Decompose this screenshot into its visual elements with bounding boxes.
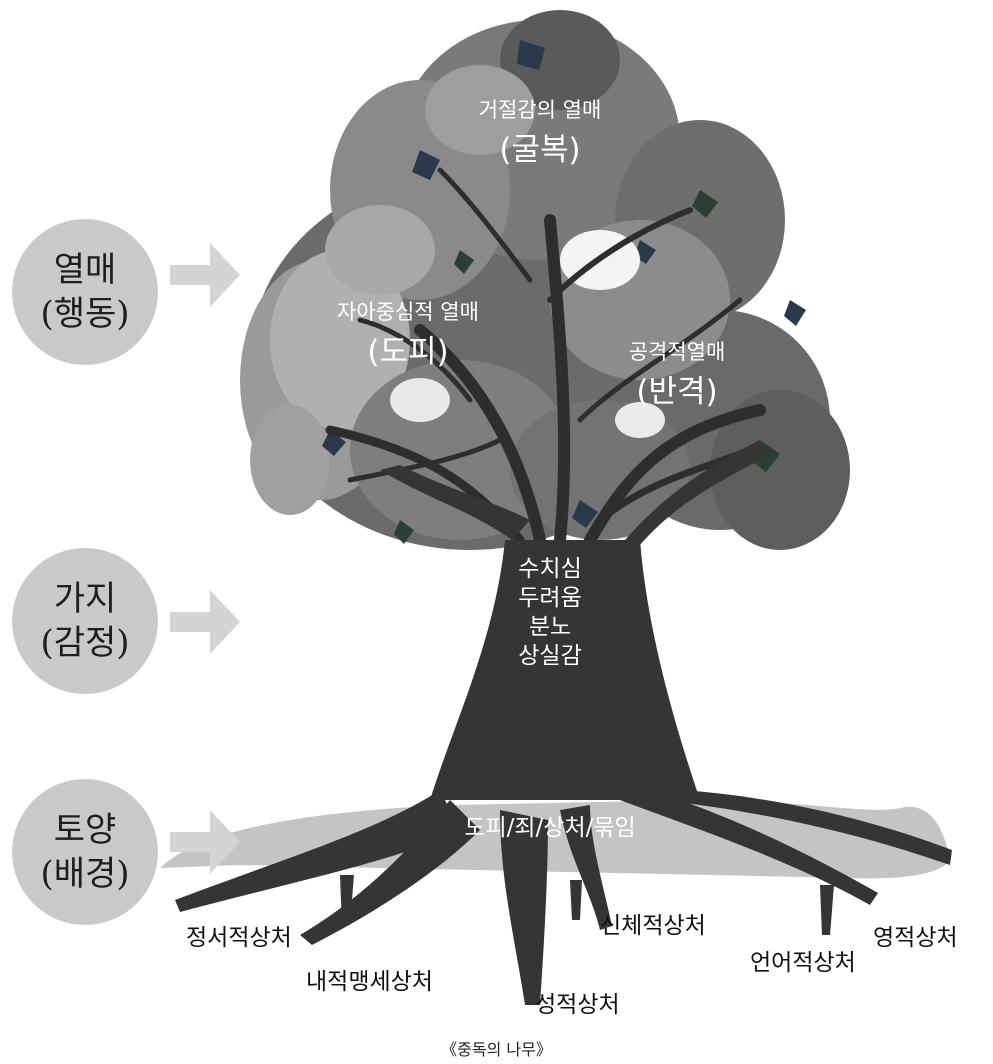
- trunk-line-shame: 수치심: [518, 556, 582, 582]
- branch-circle-sub: (감정): [40, 623, 130, 663]
- fruit-circle-title: 열매: [53, 250, 117, 290]
- selfcentered-fruit-sub: (도피): [367, 334, 449, 370]
- aggressive-fruit-label: 공격적열매 (반격): [602, 336, 752, 411]
- root-label-sexual: 성적상처: [535, 992, 620, 1018]
- arrow-fruit: [170, 243, 240, 307]
- soil-circle-sub: (배경): [40, 854, 130, 894]
- aggressive-fruit-sub: (반격): [636, 374, 718, 410]
- arrow-soil: [170, 810, 240, 874]
- root-label-physical: 신체적상처: [600, 913, 706, 939]
- trunk-line-fear: 두려움: [518, 585, 582, 611]
- tree-roots: [175, 790, 952, 1005]
- branch-emotion-circle: 가지 (감정): [12, 548, 158, 694]
- figure-caption: 《중독의 나무》: [441, 1040, 552, 1059]
- branch-circle-title: 가지: [53, 579, 117, 619]
- rejection-fruit-sub: (굴복): [499, 132, 581, 168]
- soil-circle-title: 토양: [53, 810, 117, 850]
- tree-branches: [325, 167, 766, 546]
- selfcentered-fruit-label: 자아중심적 열매 (도피): [308, 296, 508, 371]
- fruit-circle-sub: (행동): [40, 294, 130, 334]
- soil-text: 도피/죄/상처/묶임: [464, 815, 636, 841]
- arrow-branch: [170, 590, 240, 654]
- tree-crown: [240, 10, 850, 550]
- root-label-verbal: 언어적상처: [750, 950, 856, 976]
- rejection-fruit-title: 거절감의 열매: [478, 98, 602, 122]
- trunk-emotions: 수치심 두려움 분노 상실감: [495, 555, 605, 671]
- trunk-line-anger: 분노: [528, 614, 572, 640]
- trunk-line-loss: 상실감: [518, 643, 582, 669]
- root-label-vows: 내적맹세상처: [306, 969, 433, 995]
- selfcentered-fruit-title: 자아중심적 열매: [337, 300, 479, 324]
- fruit-behavior-circle: 열매 (행동): [12, 219, 158, 365]
- root-label-emotional: 정서적상처: [186, 925, 292, 951]
- soil-background-circle: 토양 (배경): [12, 779, 158, 925]
- rejection-fruit-label: 거절감의 열매 (굴복): [460, 94, 620, 169]
- root-label-spiritual: 영적상처: [873, 925, 958, 951]
- tree-trunk: [430, 540, 700, 800]
- aggressive-fruit-title: 공격적열매: [628, 340, 726, 364]
